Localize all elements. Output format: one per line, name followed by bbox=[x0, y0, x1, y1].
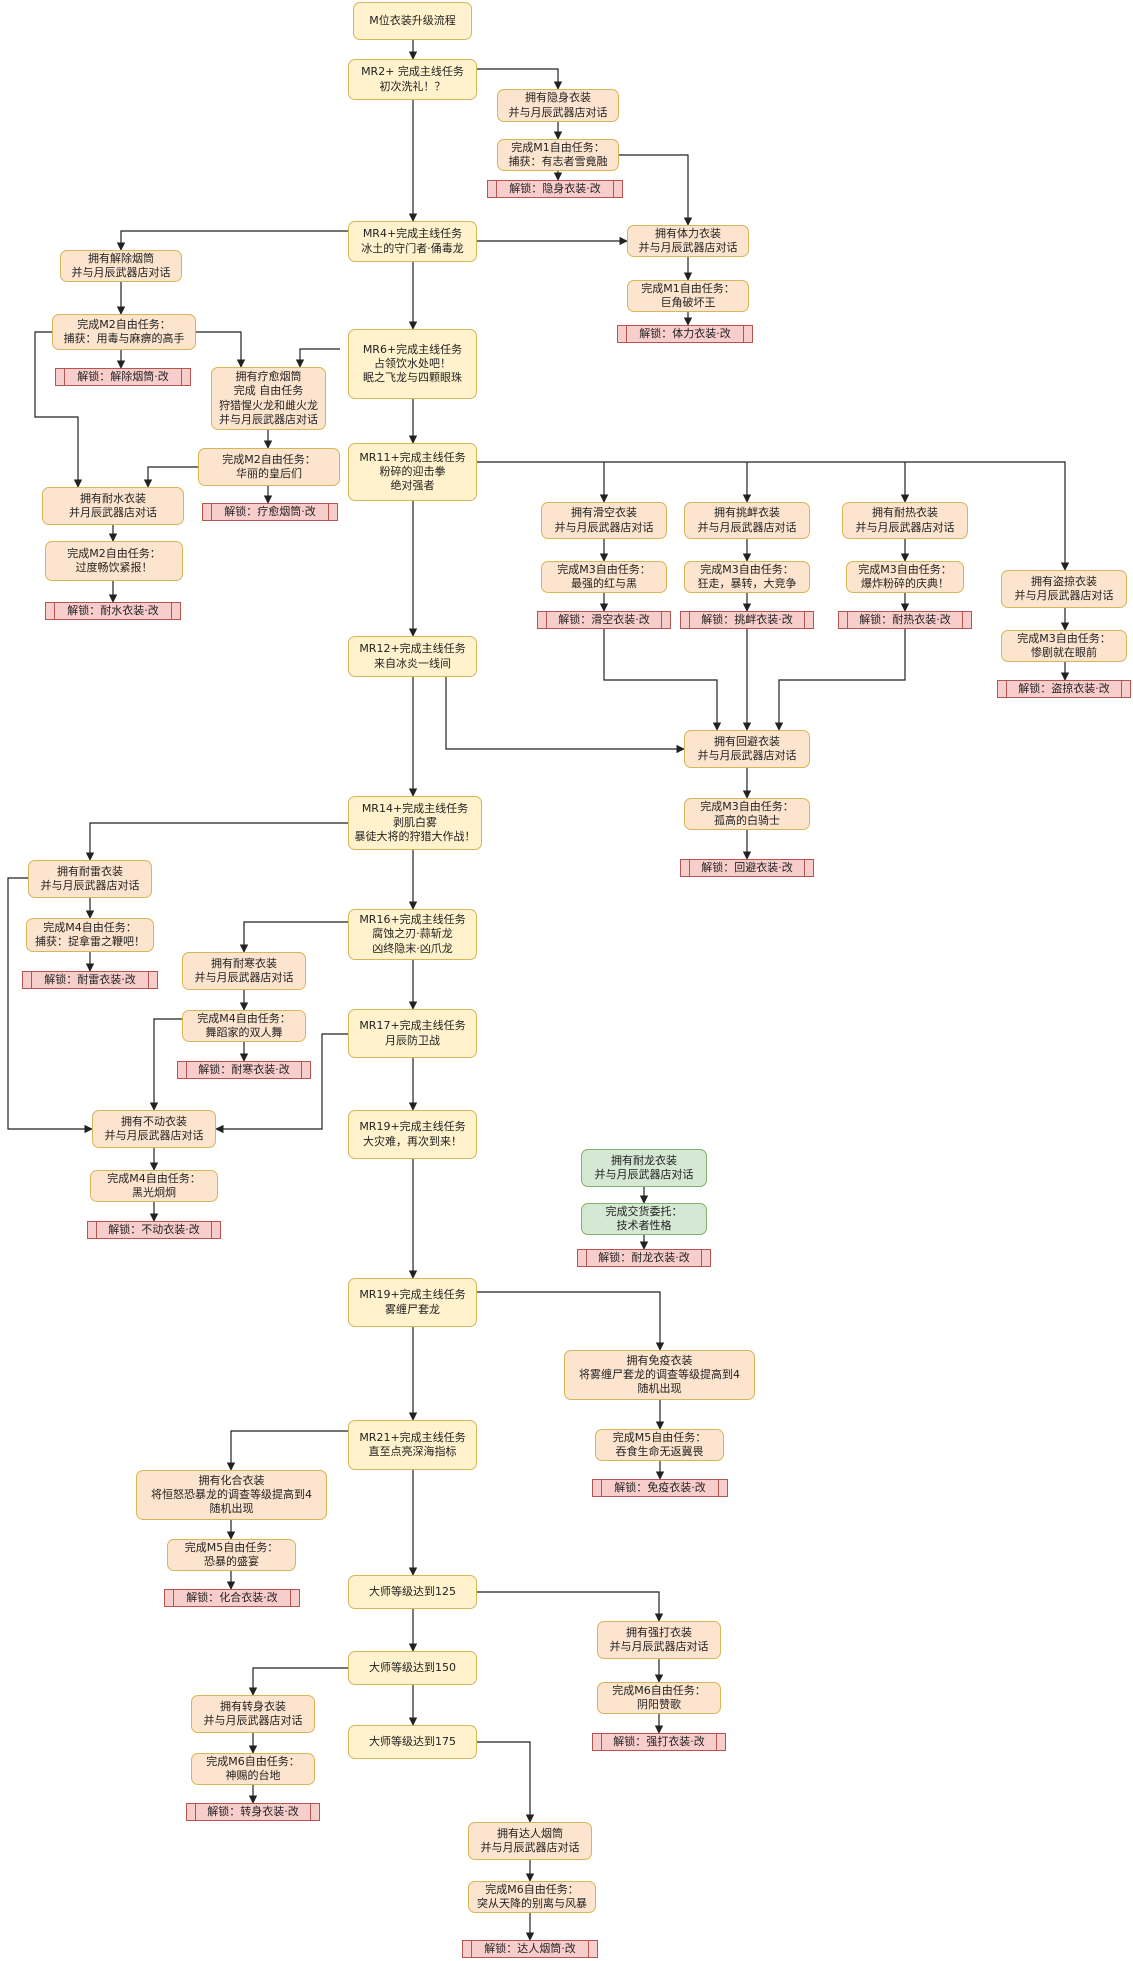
dragon-outfit-request-node: 完成交货委托： 技术者性格 bbox=[581, 1203, 707, 1235]
connector-arrow-2 bbox=[477, 68, 563, 90]
main-mission-mr19-disaster-node: MR19+完成主线任务 大灾难，再次到来！ bbox=[348, 1110, 477, 1159]
evasion-outfit-quest-node: 完成M3自由任务： 孤高的白骑士 bbox=[684, 798, 810, 830]
fusion-outfit-unlock-node: 解锁：化合衣装·改 bbox=[164, 1589, 300, 1607]
aquatic-outfit-own-node: 拥有耐水衣装 并月辰武器店对话 bbox=[42, 487, 184, 525]
glider-outfit-quest-node: 完成M3自由任务： 最强的红与黑 bbox=[541, 561, 667, 593]
connector-arrow-50 bbox=[7, 877, 93, 1134]
master-rank-150-node: 大师等级达到150 bbox=[348, 1651, 477, 1685]
connector-arrow-17 bbox=[34, 331, 83, 488]
master-mantle-quest-node: 完成M6自由任务： 突从天降的别离与风暴 bbox=[468, 1881, 596, 1913]
thunder-outfit-quest-node: 完成M4自由任务： 捕获：捉拿雷之鞭吧！ bbox=[26, 918, 154, 952]
main-mission-mr21-node: MR21+完成主线任务 直至点亮深海指标 bbox=[348, 1420, 477, 1470]
thunder-outfit-unlock-node: 解锁：耐雷衣装·改 bbox=[22, 971, 158, 989]
immovable-outfit-quest-node: 完成M4自由任务： 黑光炯炯 bbox=[90, 1170, 218, 1202]
immovable-outfit-unlock-node: 解锁：不动衣装·改 bbox=[87, 1221, 221, 1239]
plunder-outfit-own-node: 拥有盗掠衣装 并与月辰武器店对话 bbox=[1001, 570, 1127, 608]
strike-outfit-own-node: 拥有强打衣装 并与月辰武器店对话 bbox=[597, 1621, 721, 1659]
connector-arrow-35 bbox=[603, 629, 722, 731]
connector-arrow-38 bbox=[445, 655, 685, 754]
stamina-outfit-quest-node: 完成M1自由任务： 巨角破坏王 bbox=[627, 280, 749, 312]
master-mantle-unlock-node: 解锁：达人烟筒·改 bbox=[462, 1940, 598, 1958]
strike-outfit-quest-node: 完成M6自由任务： 阴阳赞歌 bbox=[597, 1682, 721, 1714]
main-mission-mr11-node: MR11+完成主线任务 粉碎的迎击拳 绝对强者 bbox=[348, 443, 477, 501]
evasion-outfit-unlock-node: 解锁：回避衣装·改 bbox=[680, 859, 814, 877]
main-mission-mr4-node: MR4+完成主线任务 冰土的守门者·俑毒龙 bbox=[348, 221, 477, 262]
healing-mantle-quest-node: 完成M2自由任务： 华丽的皇后们 bbox=[198, 448, 340, 486]
connector-arrow-67 bbox=[477, 1591, 664, 1622]
heat-outfit-own-node: 拥有耐热衣装 并与月辰武器店对话 bbox=[842, 502, 968, 539]
challenger-outfit-quest-node: 完成M3自由任务： 狂走，暴转，大竞争 bbox=[684, 561, 810, 593]
main-mission-mr2-node: MR2+ 完成主线任务 初次洗礼！？ bbox=[348, 59, 477, 100]
aquatic-outfit-unlock-node: 解锁：耐水衣装·改 bbox=[45, 602, 181, 620]
connector-arrow-14 bbox=[295, 348, 340, 368]
glider-outfit-unlock-node: 解锁：滑空衣装·改 bbox=[537, 611, 671, 629]
turn-outfit-own-node: 拥有转身衣装 并与月辰武器店对话 bbox=[191, 1695, 315, 1733]
aquatic-outfit-quest-node: 完成M2自由任务： 过度畅饮紧报！ bbox=[45, 541, 183, 581]
connector-arrow-42 bbox=[85, 822, 348, 861]
turn-outfit-quest-node: 完成M6自由任务： 神赐的台地 bbox=[191, 1753, 315, 1785]
connector-arrow-13 bbox=[196, 331, 246, 368]
healing-mantle-unlock-node: 解锁：疗愈烟筒·改 bbox=[202, 503, 338, 521]
main-mission-mr16-node: MR16+完成主线任务 腐蚀之刃·蒜斩龙 凶终隐末·凶爪龙 bbox=[348, 909, 477, 960]
stamina-outfit-own-node: 拥有体力衣装 并与月辰武器店对话 bbox=[627, 225, 749, 257]
immunity-outfit-own-node: 拥有免疫衣装 将雾缠尸套龙的调查等级提高到4 随机出现 bbox=[564, 1350, 755, 1400]
dispersal-mantle-unlock-node: 解锁：解除烟筒·改 bbox=[55, 368, 191, 386]
main-mission-mr19-node: MR19+完成主线任务 雾缠尸套龙 bbox=[348, 1278, 477, 1327]
main-mission-mr6-node: MR6+完成主线任务 占领饮水处吧！ 眠之飞龙与四颗眼珠 bbox=[348, 329, 477, 399]
main-mission-mr14-node: MR14+完成主线任务 剥肌白雾 暴徒大将的狩猎大作战！ bbox=[348, 796, 482, 850]
plunder-outfit-quest-node: 完成M3自由任务： 惨剧就在眼前 bbox=[1001, 630, 1127, 662]
dragon-outfit-own-node: 拥有耐龙衣装 并与月辰武器店对话 bbox=[581, 1149, 707, 1187]
dispersal-mantle-own-node: 拥有解除烟筒 并与月辰武器店对话 bbox=[60, 250, 182, 282]
evasion-outfit-own-node: 拥有回避衣装 并与月辰武器店对话 bbox=[684, 730, 810, 768]
strike-outfit-unlock-node: 解锁：强打衣装·改 bbox=[592, 1733, 726, 1751]
connector-arrow-63 bbox=[226, 1430, 348, 1471]
master-rank-175-node: 大师等级达到175 bbox=[348, 1725, 477, 1759]
connector-arrow-5 bbox=[619, 154, 693, 226]
plunder-outfit-unlock-node: 解锁：盗掠衣装·改 bbox=[997, 680, 1131, 698]
connector-arrow-37 bbox=[774, 629, 906, 731]
heat-outfit-unlock-node: 解锁：耐热衣装·改 bbox=[838, 611, 972, 629]
cold-outfit-quest-node: 完成M4自由任务： 舞蹈家的双人舞 bbox=[182, 1010, 306, 1042]
connector-arrow-51 bbox=[149, 1018, 182, 1111]
connector-arrow-71 bbox=[248, 1667, 348, 1696]
connector-arrow-23 bbox=[477, 461, 1070, 571]
stealth-outfit-unlock-node: 解锁：隐身衣装·改 bbox=[487, 180, 623, 198]
flow-title-node: M位衣装升级流程 bbox=[353, 2, 472, 40]
fusion-outfit-quest-node: 完成M5自由任务： 恐暴的盛宴 bbox=[167, 1539, 296, 1571]
fusion-outfit-own-node: 拥有化合衣装 将恒怒恐暴龙的调查等级提高到4 随机出现 bbox=[136, 1470, 327, 1520]
connector-arrow-18 bbox=[143, 466, 198, 488]
immunity-outfit-unlock-node: 解锁：免疫衣装·改 bbox=[592, 1479, 728, 1497]
dispersal-mantle-quest-node: 完成M2自由任务： 捕获：用毒与麻痹的高手 bbox=[52, 314, 196, 350]
glider-outfit-own-node: 拥有滑空衣装 并与月辰武器店对话 bbox=[541, 502, 667, 539]
connector-arrow-59 bbox=[477, 1291, 665, 1351]
master-rank-125-node: 大师等级达到125 bbox=[348, 1575, 477, 1609]
challenger-outfit-own-node: 拥有挑衅衣装 并与月辰武器店对话 bbox=[684, 502, 810, 539]
connector-arrow-75 bbox=[477, 1741, 535, 1823]
main-mission-mr17-node: MR17+完成主线任务 月辰防卫战 bbox=[348, 1009, 477, 1058]
stamina-outfit-unlock-node: 解锁：体力衣装·改 bbox=[617, 325, 753, 343]
turn-outfit-unlock-node: 解锁：转身衣装·改 bbox=[186, 1803, 320, 1821]
healing-mantle-own-node: 拥有疗愈烟筒 完成 自由任务 狩猎惺火龙和雌火龙 并与月辰武器店对话 bbox=[211, 367, 326, 430]
connector-arrow-46 bbox=[239, 921, 348, 953]
connector-arrow-10 bbox=[116, 230, 348, 251]
main-mission-mr12-node: MR12+完成主线任务 来自冰炎一线间 bbox=[348, 636, 477, 677]
stealth-outfit-quest-node: 完成M1自由任务： 捕获：有志者雪竟融 bbox=[497, 139, 619, 171]
thunder-outfit-own-node: 拥有耐雷衣装 并与月辰武器店对话 bbox=[28, 860, 152, 898]
dragon-outfit-unlock-node: 解锁：耐龙衣装·改 bbox=[577, 1249, 711, 1267]
cold-outfit-own-node: 拥有耐寒衣装 并与月辰武器店对话 bbox=[182, 952, 306, 990]
challenger-outfit-unlock-node: 解锁：挑衅衣装·改 bbox=[680, 611, 814, 629]
master-mantle-own-node: 拥有达人烟筒 并与月辰武器店对话 bbox=[468, 1822, 592, 1860]
immovable-outfit-own-node: 拥有不动衣装 并与月辰武器店对话 bbox=[92, 1110, 216, 1148]
heat-outfit-quest-node: 完成M3自由任务： 爆炸粉碎的庆典！ bbox=[846, 561, 964, 593]
immunity-outfit-quest-node: 完成M5自由任务： 吞食生命无返冀畏 bbox=[595, 1429, 724, 1461]
connector-arrow-52 bbox=[215, 1033, 348, 1134]
stealth-outfit-own-node: 拥有隐身衣装 并与月辰武器店对话 bbox=[497, 89, 619, 122]
cold-outfit-unlock-node: 解锁：耐寒衣装·改 bbox=[177, 1061, 311, 1079]
